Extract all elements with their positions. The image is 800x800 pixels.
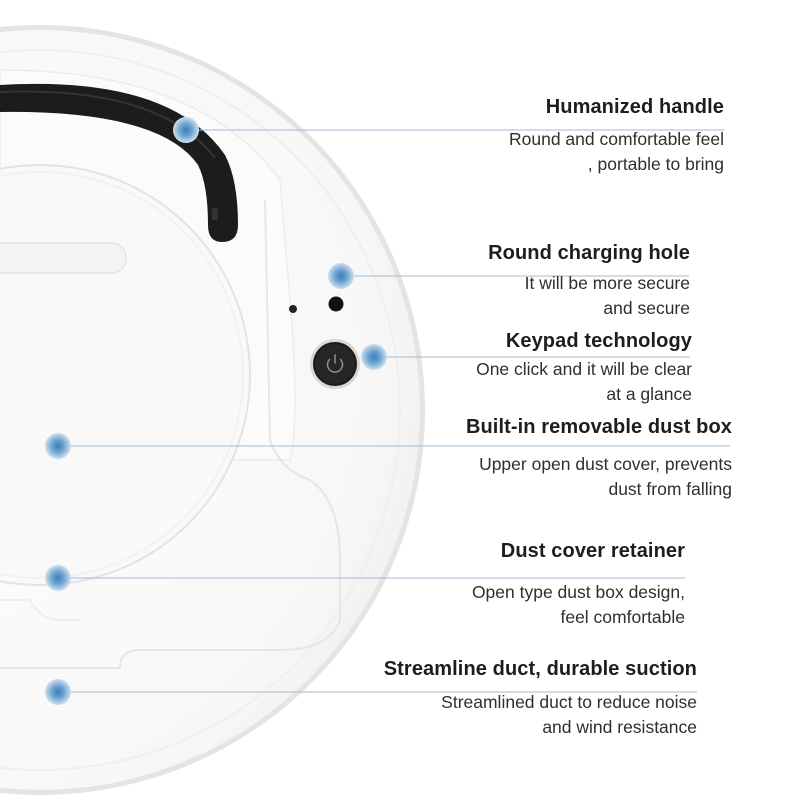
- marker-dot-dustbox: [45, 433, 71, 459]
- callout-title: Round charging hole: [488, 242, 690, 264]
- callout-description: Upper open dust cover, prevents dust fro…: [466, 452, 732, 502]
- callout-title: Keypad technology: [505, 330, 692, 352]
- callout-description: It will be more secure and secure: [488, 271, 690, 321]
- marker-dots: [45, 117, 387, 705]
- power-icon: [326, 354, 344, 373]
- duct-contour: [0, 199, 341, 669]
- marker-dot-handle: [173, 117, 199, 143]
- callout-keypad-technology: Keypad technology One click and it will …: [476, 330, 692, 407]
- handle-clip: [212, 208, 218, 220]
- charging-hole-large: [328, 296, 344, 312]
- callout-charging-hole: Round charging hole It will be more secu…: [488, 242, 690, 321]
- callout-description: One click and it will be clear at a glan…: [476, 357, 692, 407]
- callout-desc-line: and secure: [603, 298, 690, 318]
- callout-desc-line: and wind resistance: [542, 717, 697, 737]
- callout-description: Streamlined duct to reduce noise and win…: [384, 690, 697, 740]
- callout-desc-line: Streamlined duct to reduce noise: [441, 692, 697, 712]
- callout-desc-line: , portable to bring: [587, 154, 724, 174]
- callout-dust-box: Built-in removable dust box Upper open d…: [466, 416, 732, 502]
- callout-dust-cover-retainer: Dust cover retainer Open type dust box d…: [472, 540, 685, 630]
- callout-desc-line: dust from falling: [608, 479, 732, 499]
- marker-dot-charging: [328, 263, 354, 289]
- leader-lines: [58, 129, 730, 693]
- callout-title: Streamline duct, durable suction: [383, 658, 697, 680]
- callout-desc-line: It will be more secure: [524, 273, 690, 293]
- dust-box-slot: [0, 242, 127, 274]
- callout-desc-line: Upper open dust cover, prevents: [479, 454, 732, 474]
- power-button: [310, 339, 360, 389]
- charging-hole-small: [289, 305, 297, 313]
- marker-dot-keypad: [361, 344, 387, 370]
- vacuum-inner-rim: [0, 49, 401, 771]
- callout-desc-line: Round and comfortable feel: [509, 129, 724, 149]
- callout-desc-line: Open type dust box design,: [471, 582, 685, 602]
- callout-desc-line: One click and it will be clear: [476, 359, 692, 379]
- callout-desc-line: feel comfortable: [560, 607, 685, 627]
- callout-description: Round and comfortable feel , portable to…: [509, 127, 724, 177]
- callout-description: Open type dust box design, feel comforta…: [472, 580, 685, 630]
- marker-dot-duct: [45, 679, 71, 705]
- duct-contour-lower: [0, 599, 80, 621]
- callout-desc-line: at a glance: [606, 384, 692, 404]
- marker-dot-retainer: [45, 565, 71, 591]
- callout-streamline-duct: Streamline duct, durable suction Streaml…: [384, 658, 697, 740]
- callout-humanized-handle: Humanized handle Round and comfortable f…: [509, 96, 724, 177]
- callout-title: Dust cover retainer: [500, 540, 685, 562]
- handle-highlight: [0, 90, 216, 159]
- callout-title: Built-in removable dust box: [465, 416, 732, 438]
- callout-title: Humanized handle: [545, 96, 724, 118]
- dust-box-inner-ring: [0, 171, 244, 579]
